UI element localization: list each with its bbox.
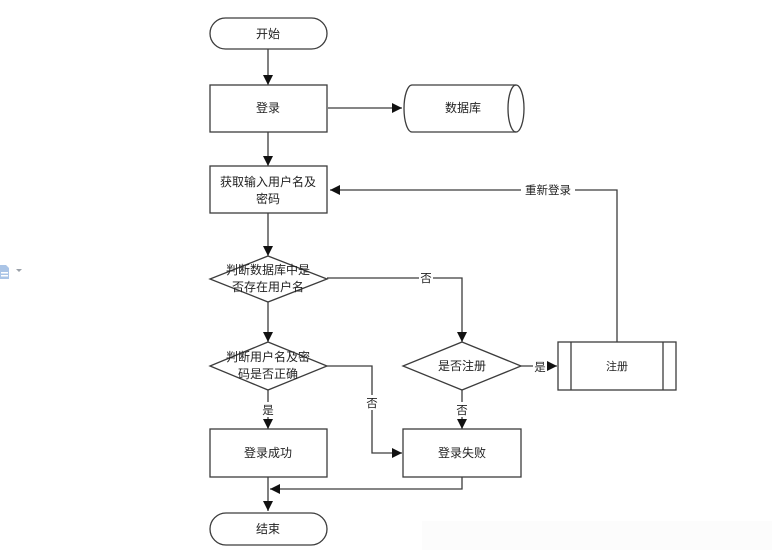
node-start[interactable]: 开始 — [209, 17, 328, 50]
svg-text:登录成功: 登录成功 — [244, 445, 292, 460]
svg-text:是否注册: 是否注册 — [438, 358, 486, 373]
svg-text:是: 是 — [262, 403, 274, 417]
svg-text:否存在用户名: 否存在用户名 — [232, 279, 304, 294]
edge-check-credentials-fail — [327, 365, 402, 458]
edge-fail-end — [270, 477, 463, 494]
edge-label-register-yes: 是 — [533, 359, 547, 374]
node-login-success[interactable]: 登录成功 — [209, 428, 328, 478]
node-check-user-exists[interactable]: 判断数据库中是 否存在用户名 — [208, 255, 329, 303]
svg-text:判断数据库中是: 判断数据库中是 — [226, 262, 310, 277]
edge-label-relogin: 重新登录 — [521, 182, 575, 198]
svg-text:获取输入用户名及: 获取输入用户名及 — [220, 174, 316, 189]
svg-text:登录失败: 登录失败 — [438, 445, 486, 460]
edge-register-input — [330, 185, 618, 342]
node-database[interactable]: 数据库 — [403, 84, 525, 133]
edge-label-no-user: 否 — [419, 270, 433, 285]
svg-text:登录: 登录 — [256, 100, 280, 115]
edge-label-register-no: 否 — [455, 402, 469, 417]
svg-text:数据库: 数据库 — [445, 100, 481, 115]
edge-check-user-ask-register — [327, 277, 467, 342]
edge-label-credentials-no: 否 — [365, 395, 379, 410]
svg-text:结束: 结束 — [256, 522, 280, 536]
svg-text:开始: 开始 — [256, 27, 280, 41]
node-login-fail[interactable]: 登录失败 — [402, 428, 522, 478]
svg-text:密码: 密码 — [256, 191, 280, 206]
node-register[interactable]: 注册 — [557, 341, 677, 391]
svg-text:注册: 注册 — [606, 359, 628, 373]
document-icon[interactable] — [0, 264, 9, 279]
svg-text:否: 否 — [456, 403, 468, 417]
node-ask-register[interactable]: 是否注册 — [401, 341, 523, 391]
svg-text:重新登录: 重新登录 — [525, 183, 571, 197]
svg-text:否: 否 — [366, 396, 378, 410]
edge-label-credentials-yes: 是 — [261, 402, 275, 417]
node-input[interactable]: 获取输入用户名及 密码 — [209, 165, 328, 214]
svg-text:否: 否 — [420, 271, 432, 285]
svg-text:判断用户名及密: 判断用户名及密 — [226, 349, 310, 364]
node-check-credentials[interactable]: 判断用户名及密 码是否正确 — [208, 341, 329, 391]
background-panel — [422, 521, 772, 550]
node-login[interactable]: 登录 — [209, 84, 328, 133]
chevron-down-icon[interactable] — [16, 269, 22, 272]
svg-text:是: 是 — [534, 360, 546, 374]
svg-text:码是否正确: 码是否正确 — [238, 367, 298, 381]
node-end[interactable]: 结束 — [209, 512, 328, 546]
